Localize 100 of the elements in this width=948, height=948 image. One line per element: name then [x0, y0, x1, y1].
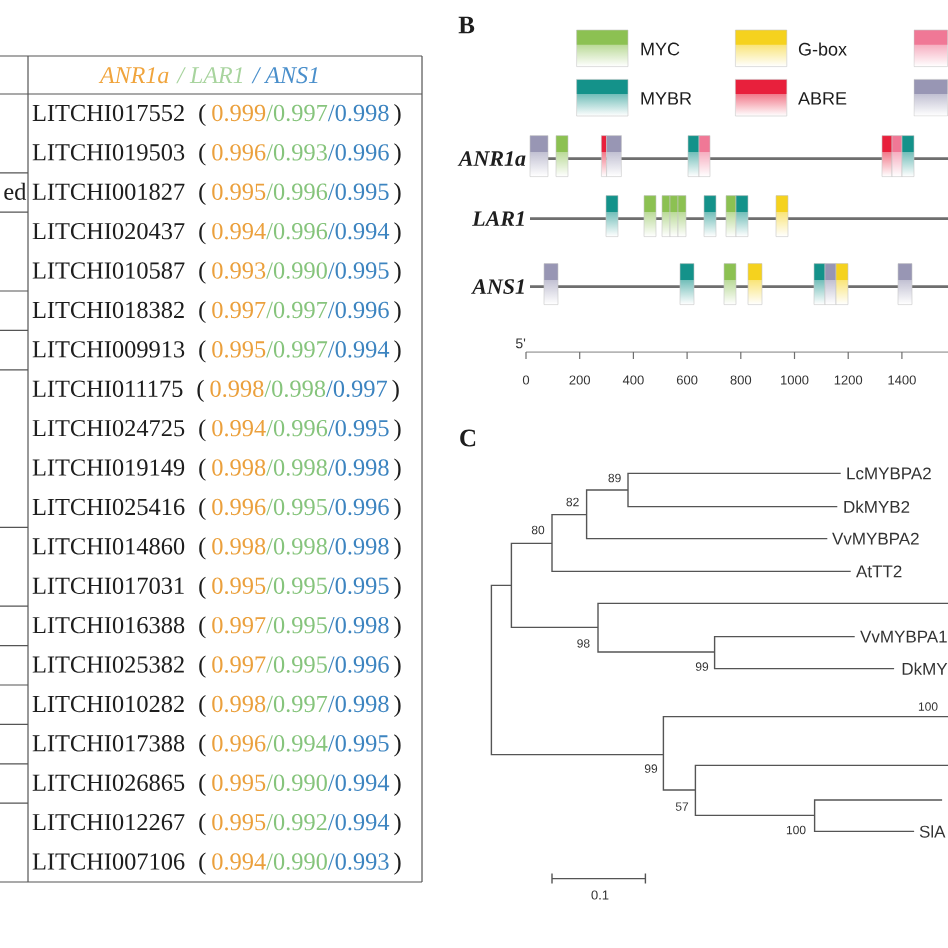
column-header: / ANS1 [251, 67, 318, 84]
score-value: /0.998 [327, 538, 389, 555]
score-value: 0.994 [212, 853, 266, 870]
score-value: /0.996 [266, 222, 328, 240]
parenthesis: ) [394, 419, 401, 442]
parenthesis: ) [394, 813, 401, 836]
score-value: /0.994 [327, 813, 390, 831]
gene-label: LAR1 [472, 211, 524, 226]
gene-id: LITCHI019503 [32, 144, 185, 161]
legend-label: MYBR [641, 92, 692, 105]
leaf-label: SlA [919, 825, 946, 838]
score-value: /0.990 [266, 774, 327, 792]
score-value: /0.996 [327, 656, 389, 673]
parenthesis: ( [199, 655, 206, 678]
parenthesis: ) [394, 143, 401, 166]
gene-id: LITCHI014860 [32, 538, 185, 555]
leaf-label: LcMYBPA2 [847, 467, 931, 480]
score-value: 0.997 [212, 656, 266, 673]
gene-id: LITCHI010587 [32, 262, 185, 279]
parenthesis: ) [394, 103, 401, 127]
parenthesis: ) [394, 852, 401, 875]
score-value: /0.998 [266, 459, 327, 476]
gene-id: LITCHI009913 [32, 341, 185, 358]
gene-label: ANS1 [471, 279, 524, 294]
gene-id: LITCHI024725 [32, 419, 185, 437]
score-value: /0.995 [327, 419, 389, 437]
gene-id: LITCHI010282 [32, 695, 184, 713]
gene-id: LITCHI020437 [32, 222, 185, 240]
parenthesis: ( [197, 379, 204, 402]
panel-label: B [458, 16, 475, 34]
score-value: 0.995 [212, 577, 266, 595]
parenthesis: ( [199, 813, 206, 836]
gene-id: LITCHI017388 [32, 735, 185, 752]
score-value: /0.995 [327, 577, 389, 595]
parenthesis: ( [199, 182, 206, 205]
score-value: /0.993 [266, 144, 327, 161]
parenthesis: ( [199, 852, 206, 875]
gene-id: LITCHI011175 [32, 380, 183, 397]
gene-id: LITCHI017031 [32, 577, 184, 594]
score-value: /0.996 [266, 183, 328, 201]
parenthesis: ( [199, 340, 206, 363]
score-value: /0.995 [266, 616, 327, 634]
score-value: 0.996 [212, 735, 266, 752]
score-value: /0.998 [327, 104, 389, 122]
parenthesis: ( [199, 419, 206, 442]
parenthesis: ) [394, 537, 401, 560]
score-value: 0.995 [212, 774, 266, 792]
score-value: /0.996 [266, 419, 328, 437]
score-value: 0.998 [212, 459, 266, 476]
score-value: /0.992 [266, 813, 327, 831]
score-value: 0.998 [212, 538, 266, 555]
score-value: /0.995 [327, 262, 389, 279]
score-value: 0.994 [212, 222, 266, 240]
score-value: /0.997 [266, 301, 328, 319]
score-value: 0.999 [212, 104, 266, 122]
gene-id: LITCHI016388 [32, 616, 185, 634]
parenthesis: ) [394, 655, 401, 678]
parenthesis: ( [199, 222, 206, 245]
leaf-label: AtTT2 [856, 565, 902, 578]
score-value: /0.996 [327, 498, 389, 516]
column-header: ANR1a [98, 67, 169, 84]
score-value: 0.994 [212, 419, 266, 437]
parenthesis: ) [394, 300, 401, 324]
score-value: /0.990 [266, 853, 327, 870]
leaf-label: VvMYBPA2 [832, 532, 919, 545]
parenthesis: ) [392, 379, 399, 402]
parenthesis: ) [394, 182, 401, 205]
score-value: /0.997 [266, 104, 328, 122]
legend-label: G-box [798, 42, 847, 56]
score-value: /0.993 [327, 853, 389, 870]
score-value: 0.993 [212, 262, 266, 279]
parenthesis: ) [394, 773, 401, 796]
gene-id: LITCHI018382 [32, 301, 184, 319]
score-value: 0.997 [212, 616, 266, 634]
score-value: /0.990 [266, 262, 327, 279]
leaf-label: DkMYB2 [844, 500, 910, 513]
cell-text: ed [4, 182, 27, 200]
score-value: 0.996 [212, 498, 266, 516]
gene-id: LITCHI017552 [32, 104, 184, 122]
panel-label: C [460, 429, 476, 447]
gene-id: LITCHI026865 [32, 774, 185, 791]
score-value: /0.998 [264, 380, 326, 398]
parenthesis: ( [199, 497, 206, 521]
parenthesis: ) [394, 497, 401, 521]
score-value: /0.998 [327, 616, 389, 634]
parenthesis: ) [394, 734, 401, 757]
score-value: /0.996 [327, 144, 389, 161]
legend-label: MYC [641, 42, 680, 56]
parenthesis: ( [199, 143, 206, 166]
gene-id: LITCHI019149 [32, 459, 185, 476]
parenthesis: ) [394, 340, 401, 363]
score-value: /0.995 [266, 498, 327, 516]
score-value: /0.998 [327, 695, 389, 713]
score-value: /0.994 [327, 774, 390, 792]
parenthesis: ) [394, 458, 401, 481]
score-value: /0.996 [327, 301, 389, 319]
score-value: 0.996 [212, 144, 266, 161]
score-value: /0.995 [327, 183, 389, 201]
gene-id: LITCHI025382 [32, 656, 184, 673]
score-value: /0.994 [327, 222, 390, 240]
